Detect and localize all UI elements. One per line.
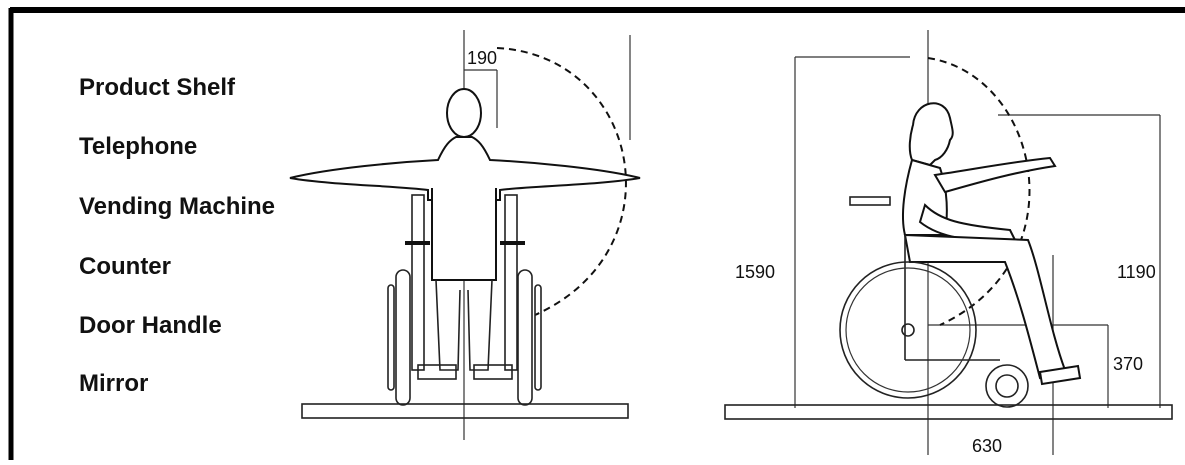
side-armrest [849,196,891,206]
front-leg-left [435,279,461,371]
front-torso [431,188,497,281]
side-arm [933,156,1057,194]
front-view-figure: 190 [289,30,641,440]
label-product-shelf: Product Shelf [79,74,236,101]
side-wheel [839,261,977,399]
label-door-handle: Door Handle [79,312,222,339]
side-wheel-hub [901,323,915,337]
dim-370-label: 370 [1113,354,1143,374]
side-reach-arc [927,57,1031,326]
side-caster-hub [995,374,1019,398]
front-wheel-right [517,269,533,406]
front-reach-arc [496,47,627,316]
front-arms [289,136,641,201]
front-floor [301,403,629,419]
front-handrim-left [387,284,395,391]
front-handrim-right [534,284,542,391]
dim-1590-label: 1590 [735,262,775,282]
side-view-figure: 1590 1190 370 630 [724,30,1173,456]
side-floor [724,404,1173,420]
dim-190-label: 190 [467,48,497,68]
front-wheel-left [395,269,411,406]
front-footrest-left [417,364,457,380]
front-chair-post-right [504,194,518,371]
side-caster [985,364,1029,408]
label-mirror: Mirror [79,370,149,397]
label-vending-machine: Vending Machine [79,193,276,220]
label-telephone: Telephone [79,133,198,160]
front-leg-right [467,279,493,371]
dim-1190-label: 1190 [1117,262,1156,282]
front-footrest-right [473,364,513,380]
label-counter: Counter [79,253,171,280]
front-head [446,88,482,138]
dim-630-label: 630 [972,436,1002,456]
front-chair-post-left [411,194,425,371]
side-handrim [845,267,971,393]
side-leg [903,233,1067,380]
side-foot [1038,364,1082,386]
side-head [908,102,954,167]
